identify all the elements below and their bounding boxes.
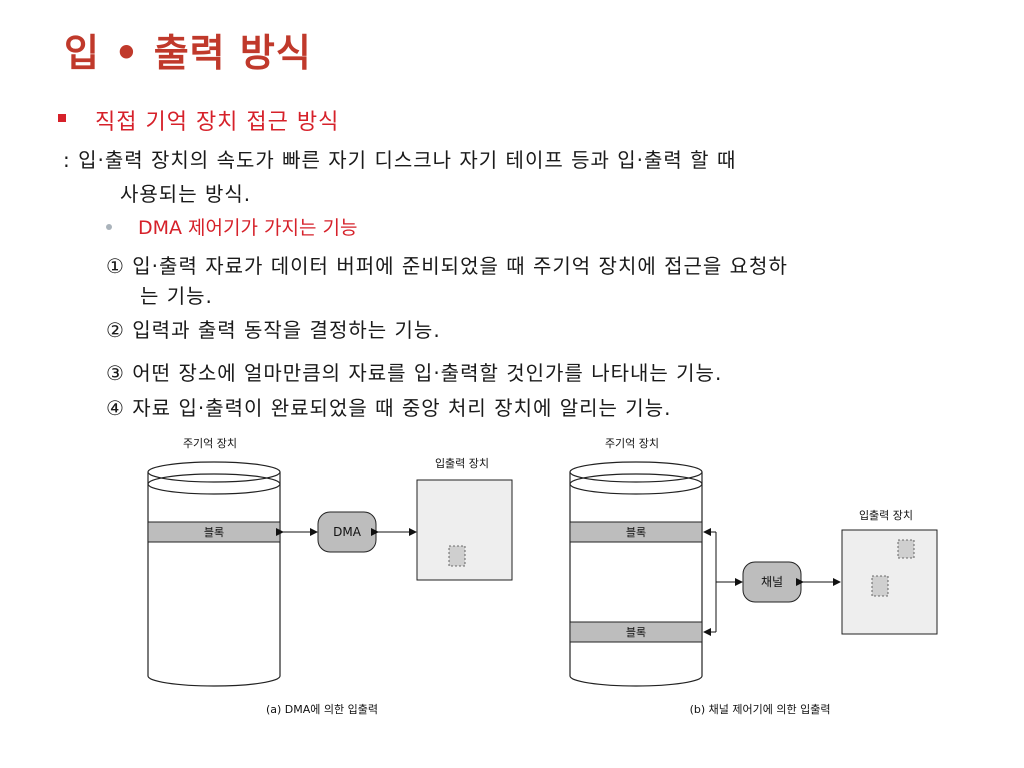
memory-label: 주기억 장치	[605, 437, 659, 450]
square-bullet-icon	[58, 114, 66, 122]
list-item: ① 입·출력 자료가 데이터 버퍼에 준비되었을 때 주기억 장치에 접근을 요…	[106, 254, 788, 278]
diagram-b: 블록 블록 주기억 장치 채널 입출력 장치 (b) 채널 제어기에 의한 입출…	[569, 437, 938, 716]
block-label: 블록	[204, 526, 224, 539]
memory-label: 주기억 장치	[183, 437, 237, 450]
list-item-continuation: 는 기능.	[140, 284, 213, 308]
page-title: 입 • 출력 방식	[64, 30, 312, 75]
list-item: ④ 자료 입·출력이 완료되었을 때 중앙 처리 장치에 알리는 기능.	[106, 396, 672, 420]
caption-a: (a) DMA에 의한 입출력	[266, 703, 378, 716]
caption-b: (b) 채널 제어기에 의한 입출력	[690, 703, 831, 716]
main-memory-cylinder-a	[147, 461, 281, 687]
device-buffer-b1	[897, 539, 915, 559]
section-description-line1: : 입·출력 장치의 속도가 빠른 자기 디스크나 자기 테이프 등과 입·출력…	[63, 148, 737, 172]
diagram-a: 블록 주기억 장치 DMA 입출력 장치 (a) DMA에 의한 입출력	[147, 437, 513, 716]
sub-heading: DMA 제어기가 가지는 기능	[138, 217, 358, 239]
memory-block-b2	[569, 621, 703, 643]
device-label: 입출력 장치	[859, 509, 913, 522]
list-item: ③ 어떤 장소에 얼마만큼의 자료를 입·출력할 것인가를 나타내는 기능.	[106, 361, 723, 385]
main-memory-cylinder-b	[569, 461, 703, 687]
device-buffer-a	[448, 545, 466, 567]
list-item: ② 입력과 출력 동작을 결정하는 기능.	[106, 318, 441, 342]
io-device-b	[841, 529, 938, 635]
memory-block-b1	[569, 521, 703, 543]
device-label: 입출력 장치	[435, 457, 489, 470]
dma-label: DMA	[333, 525, 362, 539]
channel-label: 채널	[761, 575, 783, 589]
device-buffer-b2	[871, 575, 889, 597]
round-bullet-icon	[106, 224, 112, 230]
section-heading: 직접 기억 장치 접근 방식	[95, 110, 340, 135]
section-description-line2: 사용되는 방식.	[120, 182, 252, 206]
block1-label: 블록	[626, 526, 646, 539]
block2-label: 블록	[626, 626, 646, 639]
